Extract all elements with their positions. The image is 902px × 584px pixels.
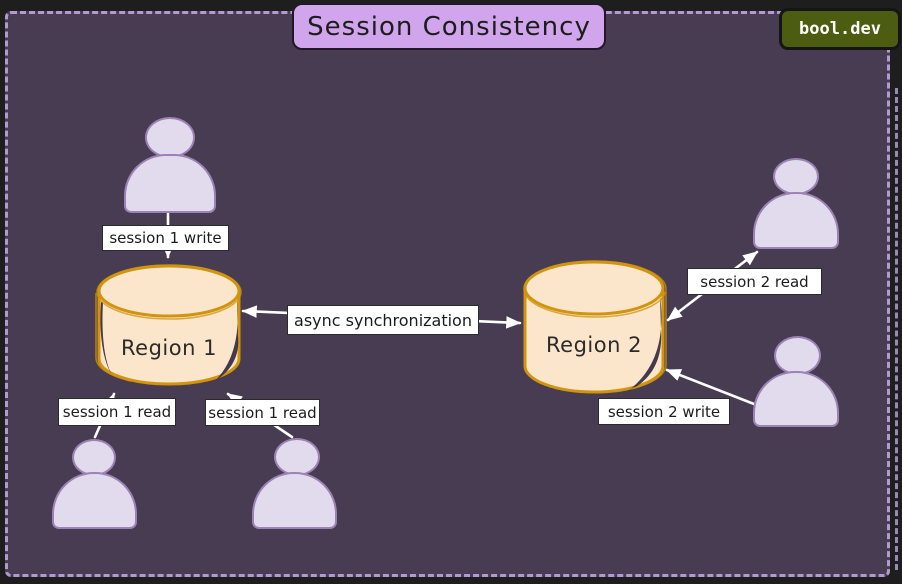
user-icon-top-right [753, 158, 840, 251]
edge-label-session1-read-1: session 1 read [58, 398, 176, 426]
user-body [753, 192, 839, 249]
region2-database-cylinder [523, 260, 667, 394]
user-body [252, 472, 337, 529]
edge-session2-write [665, 368, 756, 406]
edge-label-session2-read: session 2 read [687, 268, 822, 295]
page-title: Session Consistency [292, 3, 606, 50]
user-head [274, 438, 320, 476]
user-body [52, 472, 137, 529]
user-icon-bottom-left-1 [52, 439, 138, 530]
region1-label: Region 1 [121, 336, 217, 360]
user-head [72, 439, 116, 476]
user-body [124, 154, 216, 213]
edge-label-session1-write: session 1 write [102, 225, 229, 251]
user-icon-top-left [124, 117, 217, 214]
user-head [773, 158, 819, 195]
user-icon-bottom-right [753, 336, 840, 428]
user-body [753, 371, 839, 427]
user-head [774, 336, 821, 375]
edge-label-async-synchronization: async synchronization [287, 305, 479, 335]
region2-label: Region 2 [546, 333, 642, 357]
region1-database-cylinder [95, 264, 242, 386]
user-head [145, 117, 195, 158]
edge-label-session1-read-2: session 1 read [205, 399, 320, 426]
user-icon-bottom-left-2 [252, 438, 338, 530]
edge-label-session2-write: session 2 write [598, 398, 730, 425]
brand-watermark: bool.dev [779, 8, 901, 50]
sketch-border-extra-line [895, 88, 898, 570]
